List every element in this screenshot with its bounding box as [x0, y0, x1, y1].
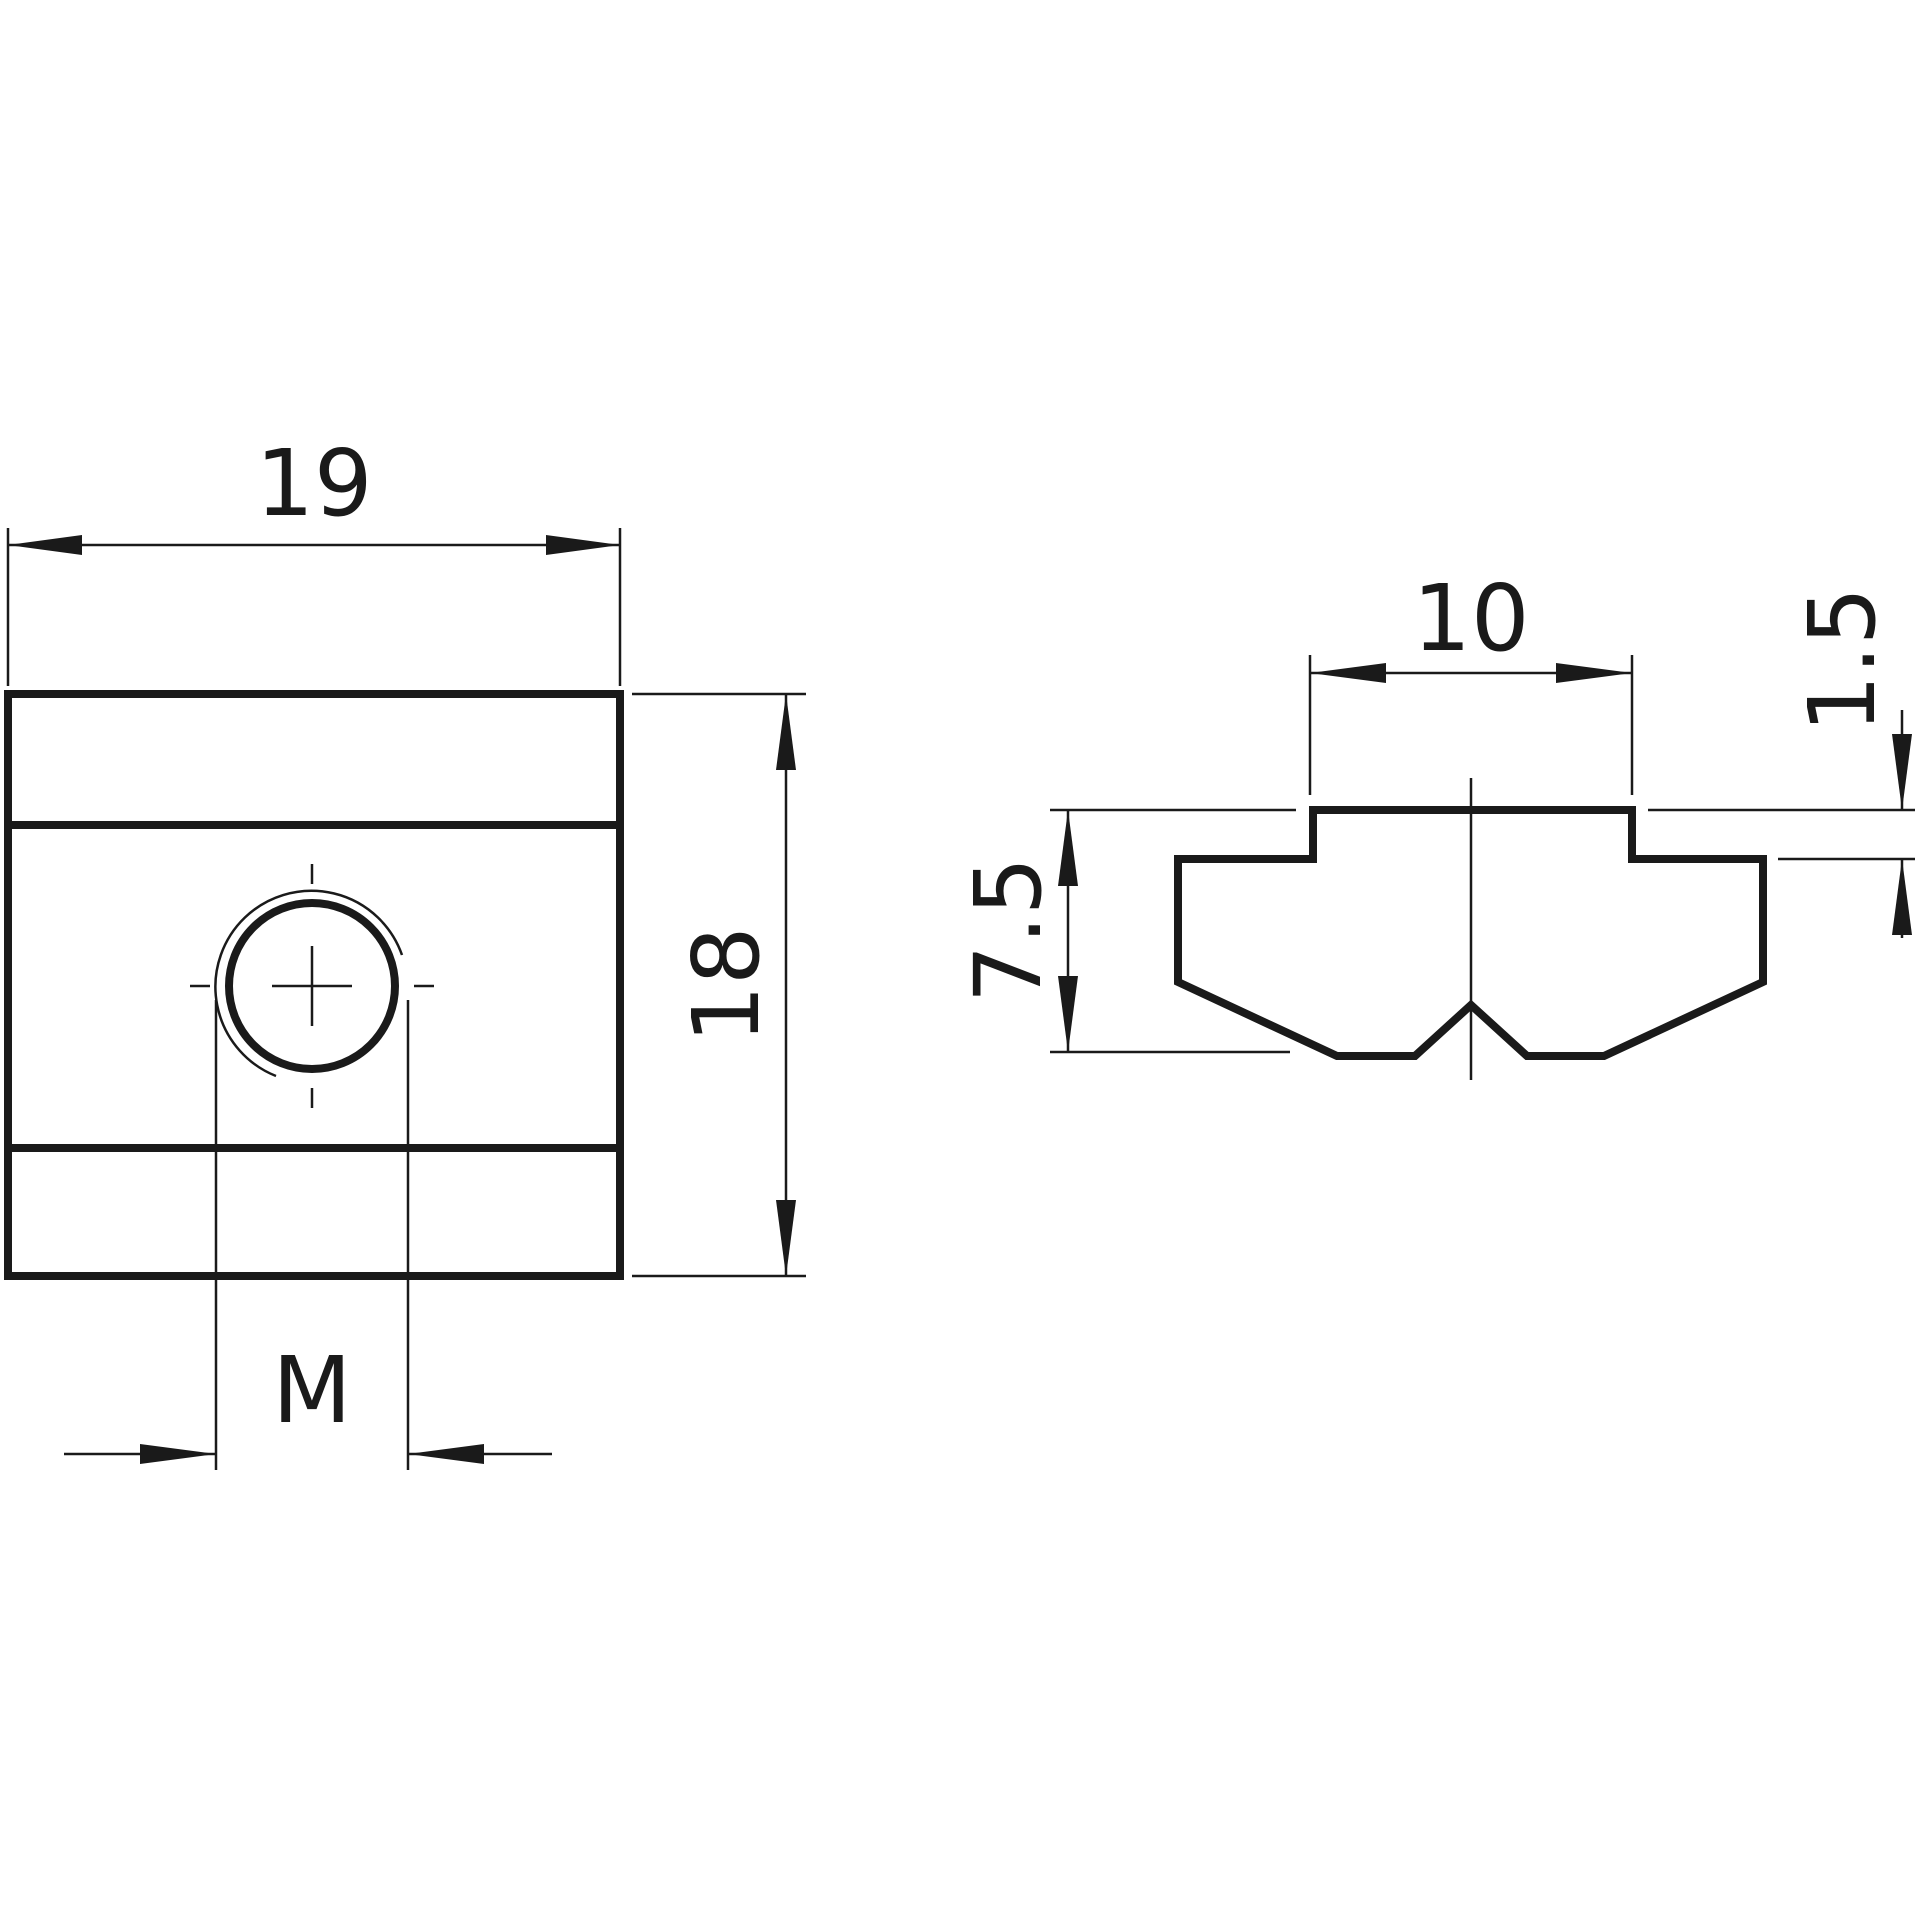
arrow-down — [1892, 734, 1912, 810]
arrow-up — [1892, 859, 1912, 935]
height-label: 18 — [673, 926, 780, 1043]
thread-arc — [214, 889, 404, 1078]
arrow-left — [140, 1444, 216, 1464]
head-height-dimension: 1.5 — [1648, 587, 1915, 938]
height-dimension: 18 — [632, 692, 806, 1278]
profile-outline — [1174, 806, 1767, 1060]
side-view: 10 7.5 1.5 — [955, 565, 1915, 1080]
head-height-label: 1.5 — [1789, 587, 1896, 733]
slot-width-label: 10 — [1412, 565, 1529, 672]
thread-label: M — [272, 1337, 351, 1444]
slot-width-dimension: 10 — [1308, 565, 1634, 795]
depth-dimension: 7.5 — [955, 808, 1296, 1054]
top-view: 19 18 M — [4, 430, 806, 1470]
depth-label: 7.5 — [955, 857, 1062, 1003]
arrow-right — [546, 535, 620, 555]
width-dimension: 19 — [6, 430, 622, 686]
arrow-right — [408, 1444, 484, 1464]
arrow-left — [8, 535, 82, 555]
arrow-right — [1556, 663, 1632, 683]
arrow-top — [1058, 810, 1078, 886]
thread-dimension: M — [64, 1000, 552, 1470]
nut-outline — [4, 690, 624, 1280]
arrow-bottom — [776, 1200, 796, 1276]
arrow-bottom — [1058, 976, 1078, 1052]
arrow-top — [776, 694, 796, 770]
arrow-left — [1310, 663, 1386, 683]
thread-hole — [225, 899, 399, 1073]
width-label: 19 — [255, 430, 372, 537]
